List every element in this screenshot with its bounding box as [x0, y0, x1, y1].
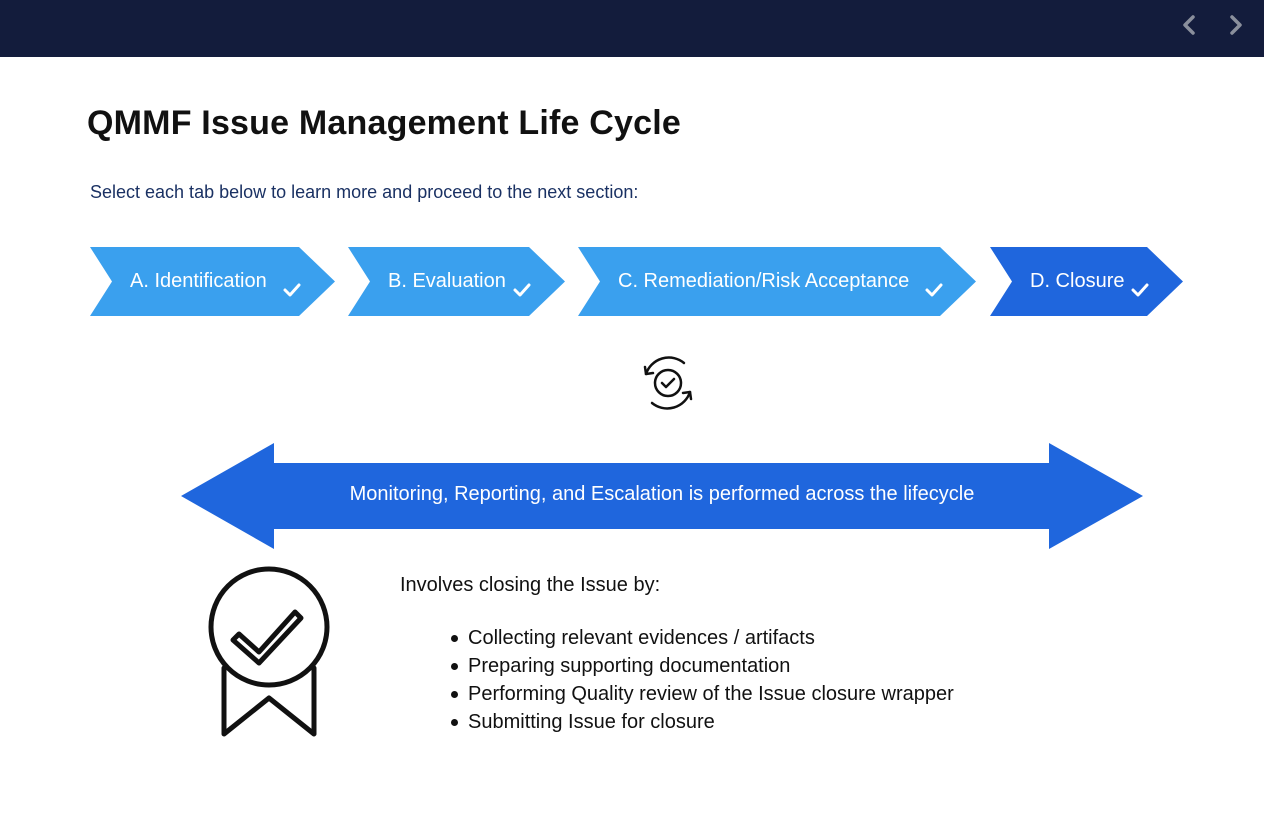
- top-navigation-bar: [0, 0, 1264, 57]
- closure-steps-list: Collecting relevant evidences / artifact…: [448, 624, 954, 736]
- award-badge-icon: [208, 566, 330, 737]
- page-title: QMMF Issue Management Life Cycle: [87, 104, 681, 142]
- list-item-text: Performing Quality review of the Issue c…: [468, 683, 954, 705]
- list-item-text: Submitting Issue for closure: [468, 711, 715, 733]
- bullet: [451, 719, 458, 726]
- list-item: Submitting Issue for closure: [448, 708, 954, 736]
- list-item-text: Preparing supporting documentation: [468, 655, 791, 677]
- closure-intro-text: Involves closing the Issue by:: [400, 574, 661, 596]
- lifecycle-banner: Monitoring, Reporting, and Escalation is…: [181, 443, 1143, 549]
- bullet: [451, 663, 458, 670]
- tab-arrow-shape: [348, 247, 565, 316]
- list-item: Performing Quality review of the Issue c…: [448, 680, 954, 708]
- checkmark-icon: [925, 283, 943, 297]
- list-item: Collecting relevant evidences / artifact…: [448, 624, 954, 652]
- tab-arrow-shape: [578, 247, 976, 316]
- banner-text: Monitoring, Reporting, and Escalation is…: [349, 483, 975, 505]
- tab-arrow-shape: [90, 247, 335, 316]
- tab-label: A. Identification: [130, 270, 267, 292]
- tab-arrow-shape: [990, 247, 1183, 316]
- tab-label: B. Evaluation: [388, 270, 506, 292]
- instruction-text: Select each tab below to learn more and …: [90, 182, 639, 202]
- checkmark-icon: [513, 283, 531, 297]
- tab-label: D. Closure: [1030, 270, 1125, 292]
- double-arrow-shape: [181, 443, 1143, 549]
- checkmark-icon: [283, 283, 301, 297]
- tab-remediation-risk-acceptance[interactable]: C. Remediation/Risk Acceptance: [578, 247, 976, 316]
- chevron-right-icon: [1230, 15, 1242, 35]
- tab-label: C. Remediation/Risk Acceptance: [618, 270, 910, 292]
- tab-identification[interactable]: A. Identification: [90, 247, 335, 316]
- next-button[interactable]: [1220, 10, 1250, 40]
- previous-button[interactable]: [1175, 10, 1205, 40]
- bullet: [451, 635, 458, 642]
- list-item-text: Collecting relevant evidences / artifact…: [468, 627, 815, 649]
- checkmark-icon: [1131, 283, 1149, 297]
- cycle-check-icon: [643, 356, 693, 410]
- chevron-left-icon: [1183, 15, 1195, 35]
- tab-closure[interactable]: D. Closure: [990, 247, 1183, 316]
- list-item: Preparing supporting documentation: [448, 652, 954, 680]
- tab-evaluation[interactable]: B. Evaluation: [348, 247, 565, 316]
- bullet: [451, 691, 458, 698]
